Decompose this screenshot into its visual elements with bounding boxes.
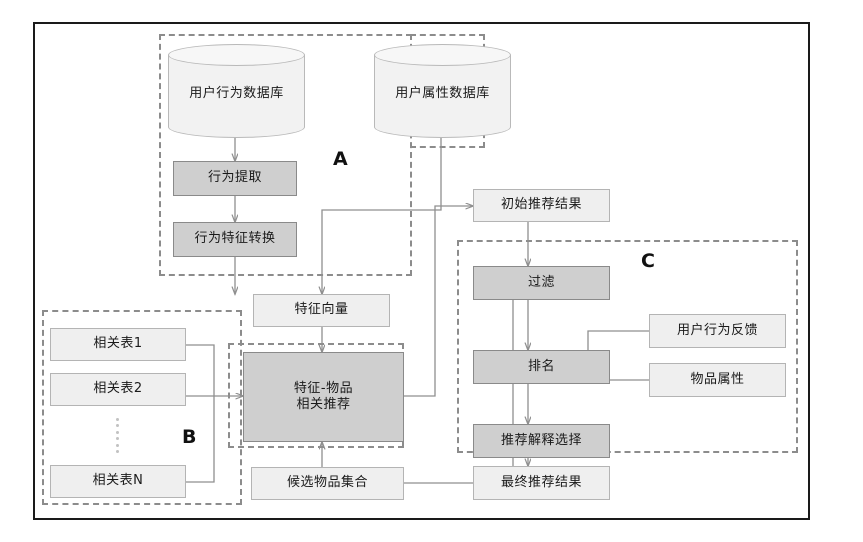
node-recommend-explanation-select-label: 推荐解释选择 <box>500 432 582 448</box>
node-item-attribute-label: 物品属性 <box>690 371 745 387</box>
node-filter[interactable]: 过滤 <box>473 266 610 300</box>
node-related-table-n-label: 相关表N <box>92 473 144 489</box>
node-user-behavior-feedback[interactable]: 用户行为反馈 <box>649 314 786 348</box>
node-related-table-1[interactable]: 相关表1 <box>50 328 186 361</box>
node-behavior-feature-transform[interactable]: 行为特征转换 <box>173 222 297 257</box>
node-behavior-feature-transform-label: 行为特征转换 <box>194 231 276 247</box>
node-ranking[interactable]: 排名 <box>473 350 610 384</box>
node-filter-label: 过滤 <box>527 274 555 290</box>
group-region-b <box>42 310 242 505</box>
user-behavior-database[interactable]: 用户行为数据库 <box>168 44 305 138</box>
node-item-attribute[interactable]: 物品属性 <box>649 363 786 397</box>
node-user-behavior-feedback-label: 用户行为反馈 <box>676 322 758 338</box>
cylinder-body <box>374 55 511 127</box>
node-feature-item-recommend-label-line2: 相关推荐 <box>296 397 351 412</box>
node-initial-result-label: 初始推荐结果 <box>500 197 582 213</box>
node-initial-result[interactable]: 初始推荐结果 <box>473 189 610 222</box>
node-related-table-n[interactable]: 相关表N <box>50 465 186 498</box>
node-final-result[interactable]: 最终推荐结果 <box>473 466 610 500</box>
user-behavior-database-label: 用户行为数据库 <box>189 85 284 101</box>
node-related-table-2-label: 相关表2 <box>93 381 143 397</box>
cylinder-top <box>374 44 511 66</box>
node-behavior-extract[interactable]: 行为提取 <box>173 161 297 196</box>
node-feature-vector[interactable]: 特征向量 <box>253 294 390 327</box>
user-attribute-database[interactable]: 用户属性数据库 <box>374 44 511 138</box>
node-candidate-item-set[interactable]: 候选物品集合 <box>251 467 404 500</box>
group-label-b: B <box>182 426 197 448</box>
node-related-table-2[interactable]: 相关表2 <box>50 373 186 406</box>
node-ranking-label: 排名 <box>527 358 555 374</box>
node-feature-item-recommend-label-line1: 特征-物品 <box>293 380 354 396</box>
node-feature-vector-label: 特征向量 <box>294 302 349 318</box>
cylinder-top <box>168 44 305 66</box>
node-behavior-extract-label: 行为提取 <box>207 170 262 186</box>
node-feature-item-recommend[interactable]: 特征-物品 相关推荐 <box>243 352 404 442</box>
cylinder-body <box>168 55 305 127</box>
group-label-a: A <box>333 148 348 170</box>
node-related-table-1-label: 相关表1 <box>93 336 143 352</box>
related-tables-ellipsis-icon <box>116 418 119 453</box>
cylinder-bottom <box>374 116 511 138</box>
node-final-result-label: 最终推荐结果 <box>500 474 582 490</box>
node-candidate-item-set-label: 候选物品集合 <box>286 475 368 491</box>
group-label-c: C <box>641 250 655 272</box>
user-attribute-database-label: 用户属性数据库 <box>395 85 490 101</box>
node-recommend-explanation-select[interactable]: 推荐解释选择 <box>473 424 610 458</box>
cylinder-bottom <box>168 116 305 138</box>
